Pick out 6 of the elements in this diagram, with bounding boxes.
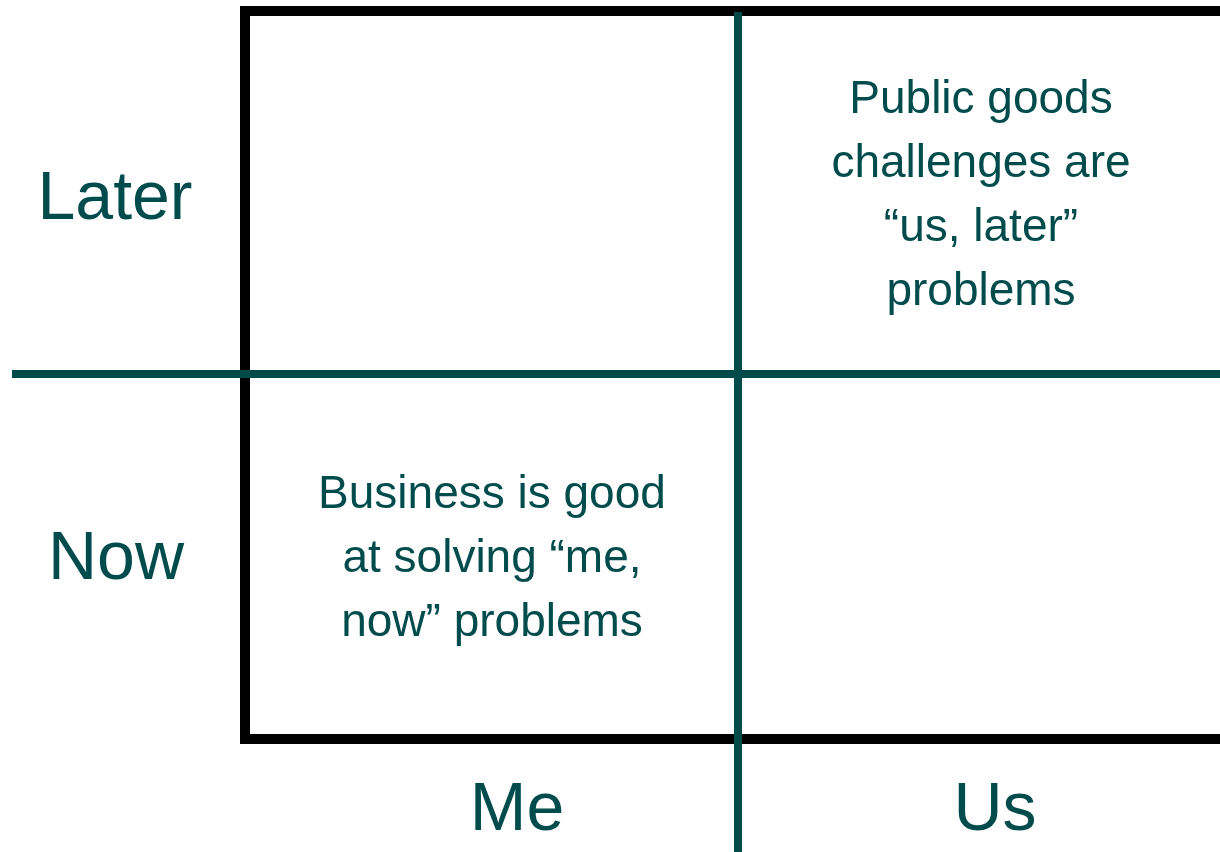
axis-label: Later bbox=[37, 161, 193, 229]
quadrant-text: Business is good at solving “me, now” problems bbox=[317, 465, 667, 648]
axis-label: Me bbox=[469, 772, 565, 840]
quadrant-text: Public goods challenges are “us, later” problems bbox=[830, 70, 1132, 317]
axis-label: Now bbox=[47, 521, 184, 589]
axis-label: Us bbox=[953, 772, 1037, 840]
